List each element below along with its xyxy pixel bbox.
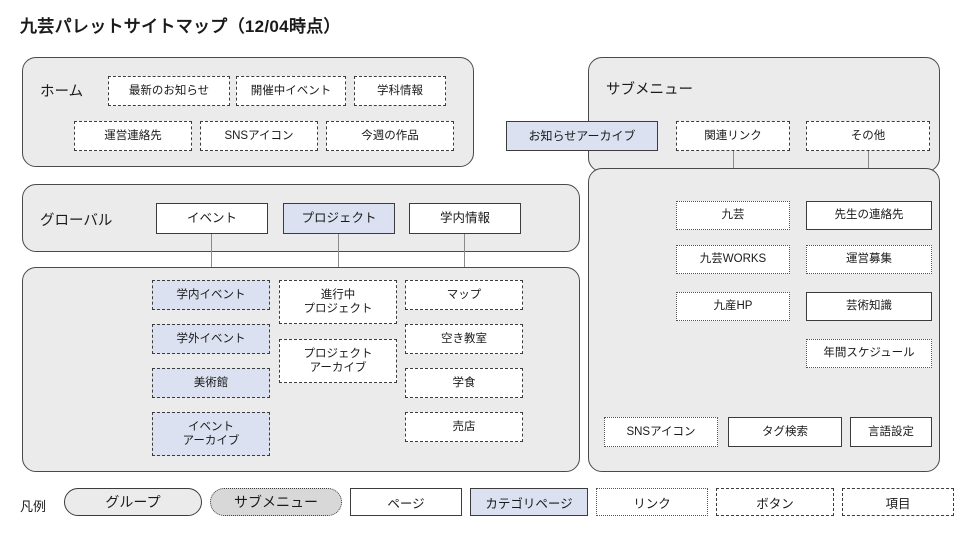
group-global-label: グローバル <box>40 213 113 229</box>
legend-chip-group: グループ <box>64 488 202 516</box>
child-event-archive[interactable]: イベント アーカイブ <box>152 412 270 456</box>
home-item-ongoing-events[interactable]: 開催中イベント <box>236 76 346 106</box>
footer-sns-icon[interactable]: SNSアイコン <box>604 417 718 447</box>
link-teacher-contact[interactable]: 先生の連絡先 <box>806 201 932 230</box>
legend-chip-page: ページ <box>350 488 462 516</box>
link-annual-schedule[interactable]: 年間スケジュール <box>806 339 932 368</box>
global-nav-campus-info[interactable]: 学内情報 <box>409 203 521 234</box>
submenu-other[interactable]: その他 <box>806 121 930 151</box>
child-project-archive[interactable]: プロジェクト アーカイブ <box>279 339 397 383</box>
connector-campus-info <box>464 234 466 282</box>
legend-label: 凡例 <box>20 499 47 514</box>
group-submenu <box>588 57 940 172</box>
link-kyugei[interactable]: 九芸 <box>676 201 790 230</box>
connector-projects <box>338 234 340 282</box>
link-staff-recruit[interactable]: 運営募集 <box>806 245 932 274</box>
legend-chip-link: リンク <box>596 488 708 516</box>
child-campus-events[interactable]: 学内イベント <box>152 280 270 310</box>
submenu-related-links[interactable]: 関連リンク <box>676 121 790 151</box>
group-home-label: ホーム <box>40 84 84 100</box>
link-kyusan-hp[interactable]: 九産HP <box>676 292 790 321</box>
submenu-news-archive[interactable]: お知らせアーカイブ <box>506 121 658 151</box>
child-ongoing-project[interactable]: 進行中 プロジェクト <box>279 280 397 324</box>
home-item-contact[interactable]: 運営連絡先 <box>74 121 192 151</box>
child-empty-classroom[interactable]: 空き教室 <box>405 324 523 354</box>
child-museum[interactable]: 美術館 <box>152 368 270 398</box>
legend: 凡例 グループ サブメニュー ページ カテゴリページ リンク ボタン 項目 <box>0 483 960 529</box>
home-item-sns-icon[interactable]: SNSアイコン <box>200 121 318 151</box>
legend-chip-submenu: サブメニュー <box>210 488 342 516</box>
home-item-weekly-works[interactable]: 今週の作品 <box>326 121 454 151</box>
legend-chip-item: 項目 <box>842 488 954 516</box>
link-kyugei-works[interactable]: 九芸WORKS <box>676 245 790 274</box>
legend-chip-category: カテゴリページ <box>470 488 588 516</box>
child-map[interactable]: マップ <box>405 280 523 310</box>
home-item-department-info[interactable]: 学科情報 <box>354 76 446 106</box>
child-external-events[interactable]: 学外イベント <box>152 324 270 354</box>
footer-language-setting[interactable]: 言語設定 <box>850 417 932 447</box>
child-cafeteria[interactable]: 学食 <box>405 368 523 398</box>
footer-tag-search[interactable]: タグ検索 <box>728 417 842 447</box>
page-title: 九芸パレットサイトマップ（12/04時点） <box>20 17 341 36</box>
child-shop[interactable]: 売店 <box>405 412 523 442</box>
legend-chip-button: ボタン <box>716 488 834 516</box>
global-nav-events[interactable]: イベント <box>156 203 268 234</box>
connector-events <box>211 234 213 282</box>
home-item-latest-news[interactable]: 最新のお知らせ <box>108 76 230 106</box>
global-nav-projects[interactable]: プロジェクト <box>283 203 395 234</box>
link-art-knowledge[interactable]: 芸術知識 <box>806 292 932 321</box>
group-submenu-label: サブメニュー <box>606 82 693 98</box>
